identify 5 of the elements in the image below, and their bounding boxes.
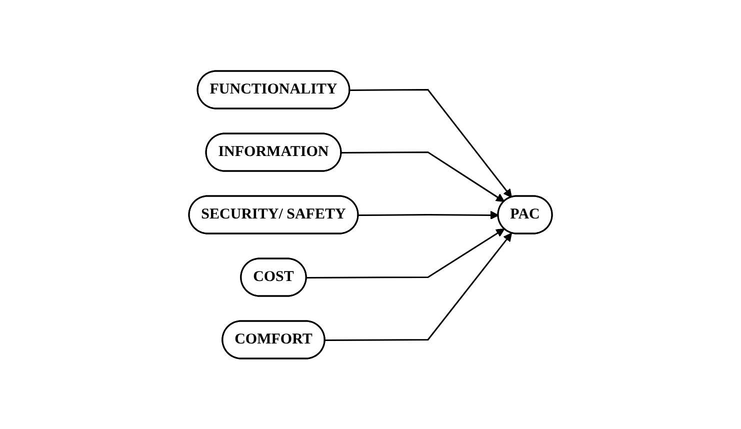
arrow	[350, 88, 512, 198]
arrow	[358, 210, 499, 220]
arrow	[341, 151, 505, 202]
arrow	[325, 232, 512, 341]
arrow	[306, 228, 505, 278]
